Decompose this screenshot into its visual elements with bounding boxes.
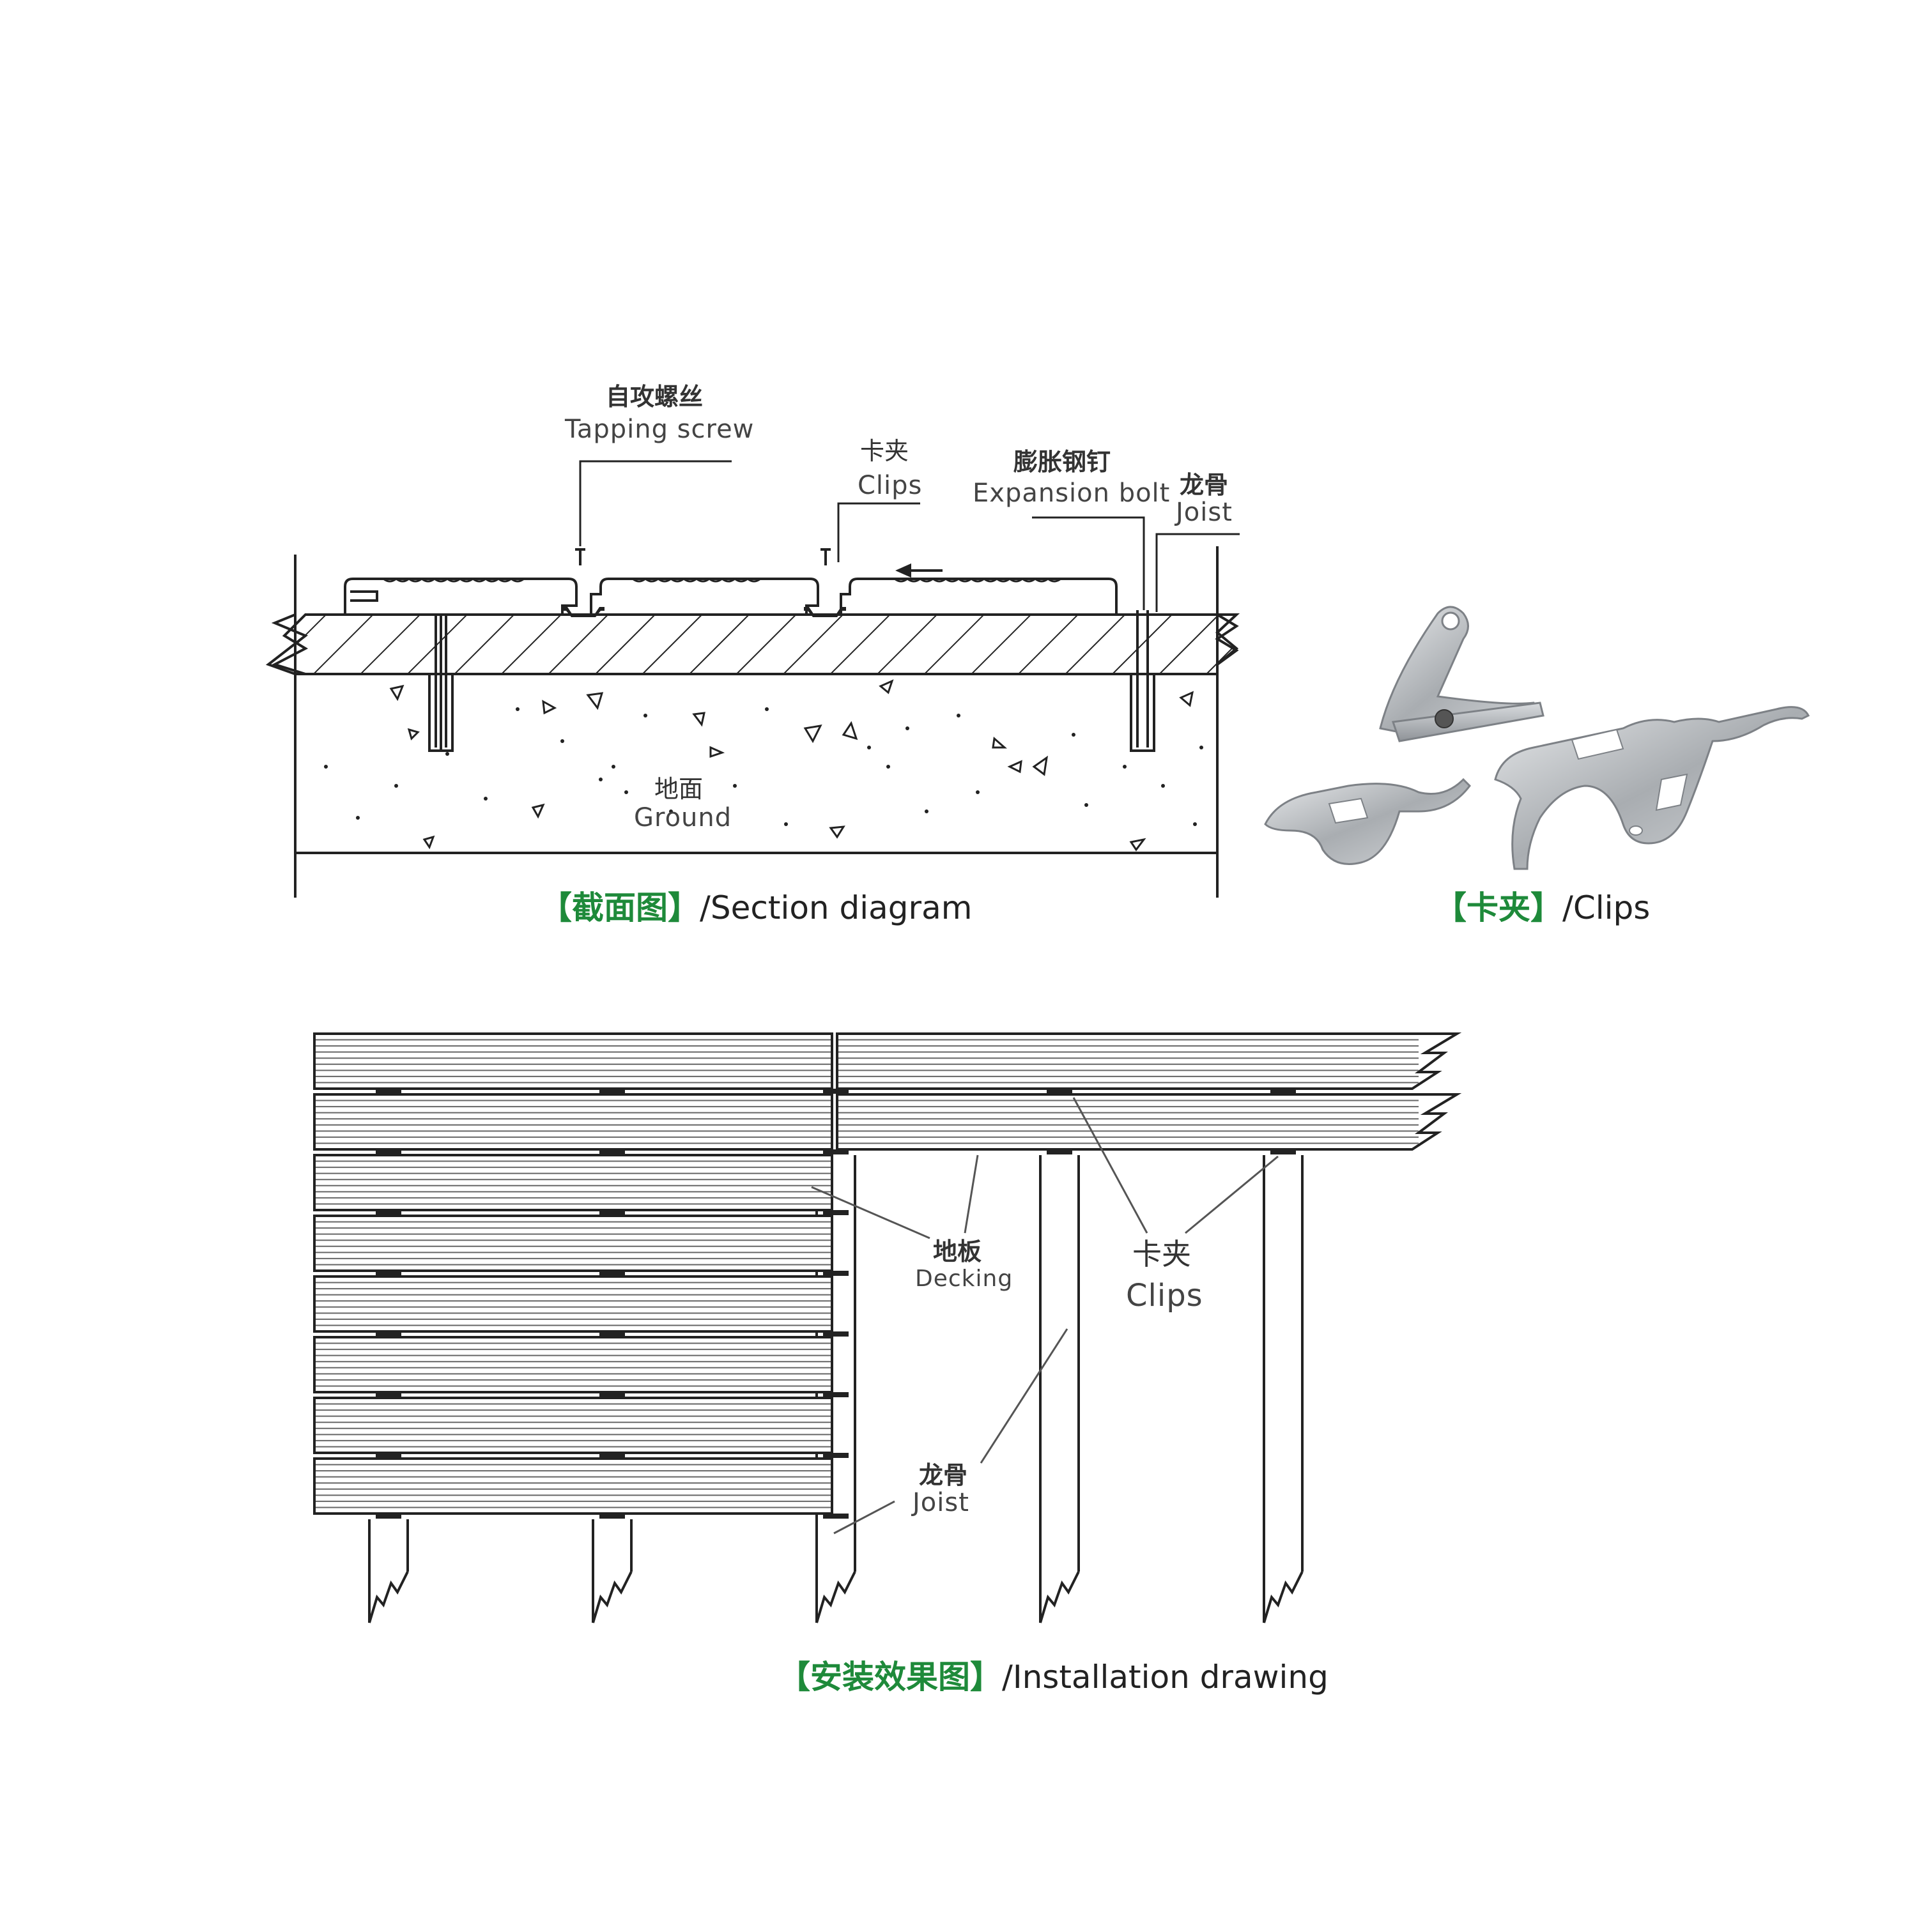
clip-mark (823, 1514, 849, 1519)
tapping-screw-1 (575, 548, 585, 565)
clip-mark (599, 1392, 625, 1397)
clip-mark (1047, 1089, 1072, 1094)
expansion-bolt-left (428, 615, 454, 752)
tapping-screw-2 (820, 548, 831, 565)
section-clip-1 (562, 607, 605, 617)
decking-board-ext-1 (836, 1032, 1462, 1090)
label-inst-joist-zh: 龙骨 (919, 1461, 968, 1489)
label-joist-zh: 龙骨 (1180, 471, 1229, 499)
joist-4-break (1039, 1571, 1080, 1623)
clip-mark (376, 1210, 401, 1215)
clip-mark (599, 1271, 625, 1276)
clip-mark (823, 1271, 849, 1276)
installation-caption: 【安装效果图】/Installation drawing (778, 1661, 1329, 1693)
section-caption-text: /Section diagram (700, 889, 973, 926)
clip-mark (599, 1453, 625, 1458)
clip-mark (599, 1331, 625, 1337)
label-joist-en: Joist (1176, 498, 1233, 527)
clip-mark (823, 1453, 849, 1458)
clips-photo (1264, 606, 1810, 870)
joist-1-break (368, 1571, 409, 1623)
clip-mark (376, 1089, 401, 1094)
leader-joist-b (833, 1500, 895, 1535)
decking-board-2 (590, 578, 819, 616)
decking-board-3 (840, 578, 1118, 616)
label-clips-zh: 卡夹 (860, 437, 909, 465)
section-leaders (579, 460, 1240, 612)
expansion-bolt-right (1130, 610, 1155, 752)
clip-mark (599, 1514, 625, 1519)
decking-board-row-7 (313, 1397, 833, 1454)
label-inst-joist-en: Joist (913, 1488, 969, 1517)
clip-mark (1047, 1149, 1072, 1154)
clip-bracket (1379, 606, 1544, 742)
decking-board-row-2 (313, 1093, 833, 1151)
decking-board-row-5 (313, 1275, 833, 1333)
label-tapping-screw-zh: 自攻螺丝 (606, 383, 704, 411)
installation-caption-tag: 【安装效果图】 (778, 1659, 1002, 1696)
clip-mark (376, 1392, 401, 1397)
decking-grooves (383, 578, 1061, 583)
clip-mark (823, 1149, 849, 1154)
decking-board-row-8 (313, 1457, 833, 1515)
label-expansion-bolt-zh: 膨胀钢钉 (1013, 448, 1111, 476)
decking-board-row-4 (313, 1215, 833, 1272)
label-decking-zh: 地板 (933, 1238, 982, 1266)
clip-mark (823, 1089, 849, 1094)
clip-mark (823, 1331, 849, 1337)
decking-board-row-1 (313, 1032, 833, 1090)
decking-board-row-6 (313, 1336, 833, 1393)
direction-arrow (895, 563, 943, 578)
clip-mark (823, 1392, 849, 1397)
leader-clips-b (1185, 1155, 1279, 1234)
clip-mark (376, 1271, 401, 1276)
clip-mark (599, 1089, 625, 1094)
section-caption: 【截面图】/Section diagram (540, 892, 972, 924)
clips-photo-caption-text: /Clips (1562, 889, 1651, 926)
label-expansion-bolt-en: Expansion bolt (973, 479, 1171, 508)
clip-small (1264, 778, 1471, 865)
label-clips-en: Clips (858, 471, 923, 500)
clip-mark (823, 1210, 849, 1215)
joist-section (271, 613, 1240, 675)
label-inst-clips-zh: 卡夹 (1132, 1237, 1191, 1271)
clip-mark (376, 1453, 401, 1458)
clips-photo-caption: 【卡夹】/Clips (1435, 892, 1650, 924)
label-tapping-screw-en: Tapping screw (565, 415, 755, 444)
leader-clips-a (1072, 1097, 1148, 1234)
decking-board-ext-2 (836, 1093, 1462, 1151)
installation-caption-text: /Installation drawing (1002, 1659, 1329, 1696)
clip-mark (376, 1149, 401, 1154)
clip-mark (599, 1149, 625, 1154)
clip-mark (599, 1210, 625, 1215)
section-clip-2 (804, 607, 846, 617)
decking-board-row-3 (313, 1154, 833, 1211)
label-ground-en: Ground (634, 803, 732, 832)
joist-3-break (815, 1571, 856, 1623)
label-inst-clips-en: Clips (1126, 1278, 1203, 1314)
joist-2-break (592, 1571, 633, 1623)
ground-aggregate (389, 679, 1194, 852)
joist-5-break (1263, 1571, 1304, 1623)
clip-mark (1270, 1149, 1296, 1154)
ground-specks (324, 707, 1203, 826)
label-decking-en: Decking (915, 1266, 1013, 1292)
clip-mark (376, 1514, 401, 1519)
leader-decking-a (811, 1186, 930, 1239)
clip-mark (376, 1331, 401, 1337)
clip-large (1494, 706, 1810, 870)
leader-decking-b (964, 1154, 979, 1234)
section-caption-tag: 【截面图】 (540, 889, 700, 926)
clip-mark (1270, 1089, 1296, 1094)
label-ground-zh: 地面 (654, 775, 704, 803)
leader-joist-a (980, 1328, 1068, 1464)
decking-board-1 (344, 578, 578, 616)
clips-photo-caption-tag: 【卡夹】 (1435, 889, 1562, 926)
